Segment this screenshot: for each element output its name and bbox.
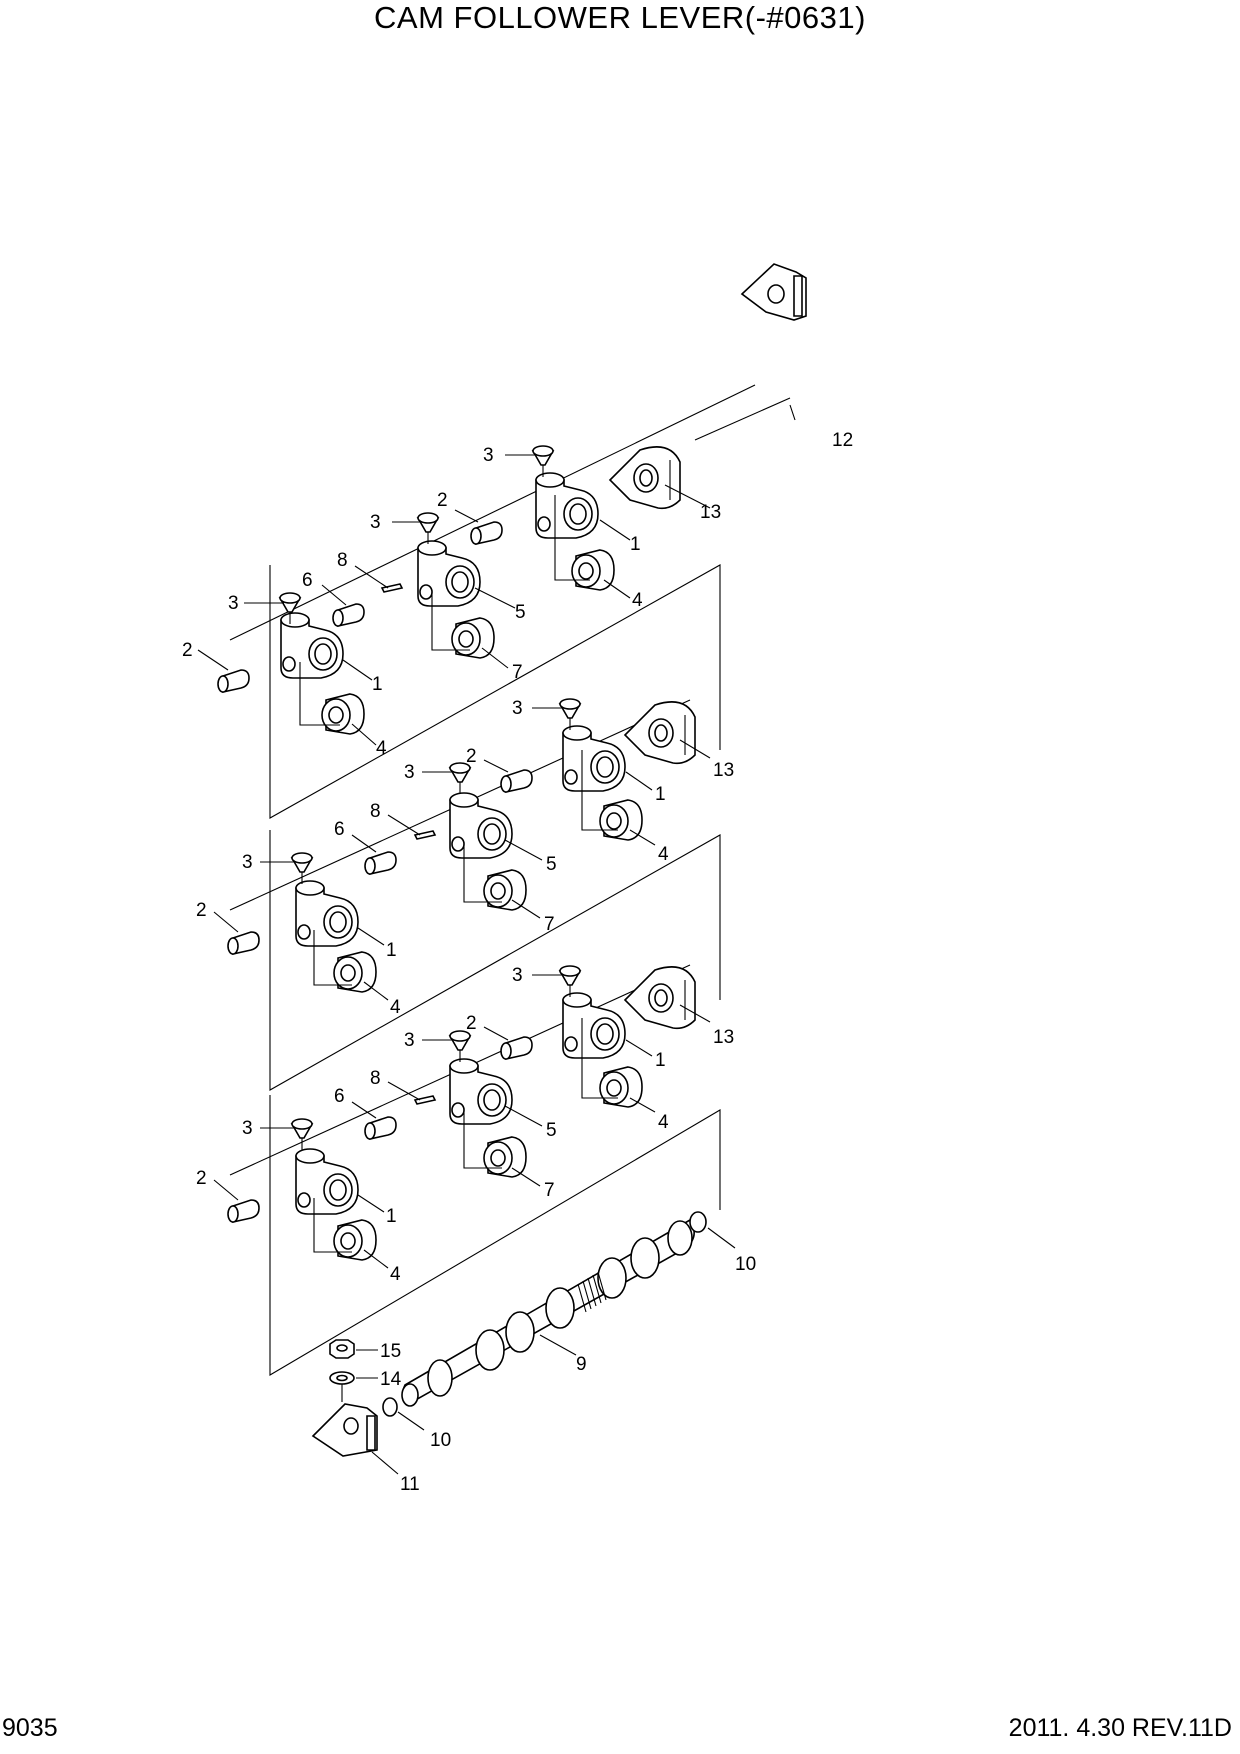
callout: 10	[735, 1254, 756, 1275]
callout: 4	[390, 997, 401, 1018]
pin-2	[227, 1199, 260, 1223]
callout: 2	[182, 640, 193, 661]
callout: 15	[380, 1341, 401, 1362]
lever-5	[417, 540, 481, 607]
pin-6	[364, 851, 397, 875]
callout: 1	[630, 534, 641, 555]
page-number: 9035	[2, 1714, 58, 1742]
roller-7	[483, 1136, 527, 1178]
callout: 13	[713, 1027, 734, 1048]
callout: 6	[334, 819, 345, 840]
callout: 3	[228, 593, 239, 614]
cam-lobes	[427, 1220, 693, 1397]
plug-3	[417, 512, 439, 545]
lever-1	[535, 472, 599, 539]
end-support-11	[312, 1403, 378, 1457]
spring-pin-8	[414, 830, 436, 840]
camshaft-assembly: 10 9 15 14 10 11	[312, 1211, 756, 1495]
callout: 3	[370, 512, 381, 533]
nut-15	[329, 1339, 355, 1359]
callout: 2	[437, 490, 448, 511]
callout: 13	[700, 502, 721, 523]
roller-7	[483, 869, 527, 911]
callout: 10	[430, 1430, 451, 1451]
callout: 1	[655, 784, 666, 805]
pin-6	[332, 603, 365, 627]
bracket-12	[740, 263, 807, 321]
pin-2	[217, 669, 250, 693]
pin-6	[364, 1116, 397, 1140]
lever-1	[562, 992, 626, 1059]
pin-2	[227, 931, 260, 955]
callout: 8	[370, 801, 381, 822]
callout: 3	[242, 1118, 253, 1139]
callout: 3	[404, 762, 415, 783]
callout: 4	[632, 590, 643, 611]
bracket-13	[624, 701, 696, 765]
plug-3	[449, 762, 471, 795]
callout: 3	[483, 445, 494, 466]
callout: 2	[196, 900, 207, 921]
callout: 7	[544, 914, 555, 935]
callout: 4	[658, 1112, 669, 1133]
washer-14	[329, 1371, 355, 1385]
roller-4	[321, 693, 365, 735]
lever-group-1: 3 2 3 8 6 3 2 12 13 1 4 5 7 1 4	[182, 263, 853, 819]
callout: 4	[658, 844, 669, 865]
spline-section	[577, 1271, 607, 1313]
pin-2	[500, 769, 533, 793]
callout: 2	[466, 746, 477, 767]
callout: 5	[515, 602, 526, 623]
callout: 8	[370, 1068, 381, 1089]
plug-3	[291, 852, 313, 885]
plug-10	[382, 1397, 398, 1417]
lever-5	[449, 1058, 513, 1125]
plug-3	[449, 1030, 471, 1063]
callout: 1	[372, 674, 383, 695]
callout: 3	[242, 852, 253, 873]
callout: 13	[713, 760, 734, 781]
callout: 5	[546, 1120, 557, 1141]
callout: 3	[512, 965, 523, 986]
callout: 7	[512, 662, 523, 683]
bracket-13	[624, 966, 696, 1030]
lever-1	[562, 725, 626, 792]
callout: 6	[302, 570, 313, 591]
lever-group-3: 3 2 3 8 6 3 2 13 1 4 5 7 1 4	[196, 964, 734, 1376]
callout: 1	[386, 1206, 397, 1227]
callout: 9	[576, 1354, 587, 1375]
roller-4	[571, 549, 615, 591]
callout: 3	[404, 1030, 415, 1051]
callout: 1	[655, 1050, 666, 1071]
callout: 6	[334, 1086, 345, 1107]
pin-2	[470, 521, 503, 545]
lever-5	[449, 792, 513, 859]
callout: 12	[832, 430, 853, 451]
lever-group-2: 3 2 3 8 6 3 2 13 1 4 5 7 1 4	[196, 698, 734, 1091]
callout: 14	[380, 1369, 402, 1390]
callout: 5	[546, 854, 557, 875]
callout: 2	[196, 1168, 207, 1189]
callout: 1	[386, 940, 397, 961]
lever-1	[295, 1148, 359, 1215]
callout: 3	[512, 698, 523, 719]
lever-1	[295, 880, 359, 947]
page-title: CAM FOLLOWER LEVER(-#0631)	[374, 0, 866, 35]
callout: 4	[390, 1264, 401, 1285]
pin-2	[500, 1036, 533, 1060]
callout: 4	[376, 738, 387, 759]
callout: 2	[466, 1013, 477, 1034]
revision-date: 2011. 4.30 REV.11D	[1008, 1714, 1232, 1742]
plug-10	[689, 1211, 707, 1233]
callout: 7	[544, 1180, 555, 1201]
bracket-13	[609, 446, 681, 510]
callout: 11	[400, 1474, 420, 1495]
spring-pin-8	[381, 583, 403, 593]
callout: 8	[337, 550, 348, 571]
spring-pin-8	[414, 1095, 436, 1105]
